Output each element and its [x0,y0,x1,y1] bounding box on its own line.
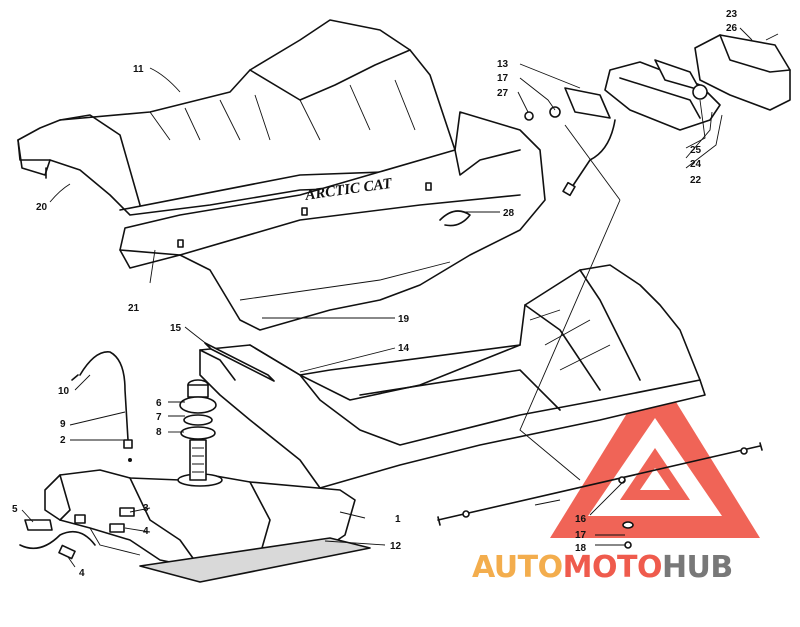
callout-6: 6 [156,398,162,409]
callout-4a: 4 [143,526,149,537]
tank-pad [139,537,371,583]
callout-14: 14 [398,343,410,354]
callout-17a: 17 [497,73,509,84]
callout-22: 22 [690,175,702,186]
watermark-text: AUTOMOTOHUB [472,550,733,585]
fuel-cap-assembly [179,379,217,481]
callout-5: 5 [12,504,18,515]
callout-24: 24 [690,159,702,170]
watermark-moto: MOTO [563,550,662,585]
callout-4b: 4 [79,568,85,579]
hinge-rod [437,442,763,549]
callout-18: 18 [575,543,587,554]
callout-15: 15 [170,323,182,334]
leader-lines [21,27,753,568]
callout-28: 28 [503,208,515,219]
fittings [19,507,135,560]
grab-bar [204,342,275,382]
callout-10: 10 [58,386,70,397]
callout-19: 19 [398,314,410,325]
seat [17,19,461,216]
callout-17b: 17 [575,530,587,541]
callout-27: 27 [497,88,509,99]
callout-11: 11 [133,64,144,75]
callout-3: 3 [143,503,149,514]
callout-12: 12 [390,541,402,552]
svg-text:AUTOMOTOHUB: AUTOMOTOHUB [472,550,733,585]
callout-21: 21 [128,303,140,314]
callout-23: 23 [726,9,738,20]
callout-13: 13 [497,59,509,70]
callout-9: 9 [60,419,66,430]
console-base [199,264,706,489]
callout-16: 16 [575,514,587,525]
callout-2: 2 [60,435,66,446]
watermark-auto: AUTO [472,550,563,585]
callout-8: 8 [156,427,162,438]
callout-7: 7 [156,412,162,423]
shroud: ARCTIC CAT [119,111,546,331]
callout-26: 26 [726,23,738,34]
watermark-hub: HUB [662,550,733,585]
taillight-assembly [524,33,791,197]
automotohub-logo [550,368,760,538]
fuel-line [71,351,133,462]
callouts: 1 2 3 4 4 5 6 7 8 9 10 11 12 13 14 15 16… [12,9,738,579]
callout-1: 1 [395,514,401,525]
callout-20: 20 [36,202,48,213]
callout-25: 25 [690,145,702,156]
